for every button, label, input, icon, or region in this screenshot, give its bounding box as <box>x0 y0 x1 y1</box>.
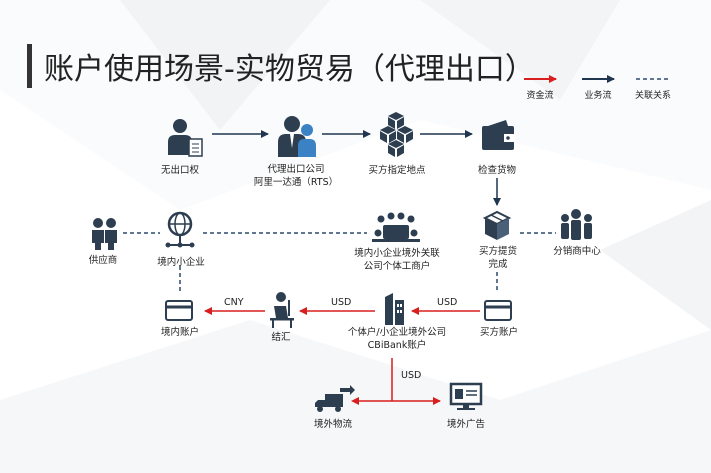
node-buyer-location: 买方指定地点 <box>368 165 426 176</box>
stacked-boxes-icon <box>380 112 413 157</box>
person-desk-icon <box>270 292 294 328</box>
domestic-account-card-icon <box>165 300 193 321</box>
fund-flow-edges <box>204 307 480 405</box>
legend-fund-flow-label: 资金流 <box>526 91 554 101</box>
node-offshore-line2: CBiBank账户 <box>367 340 427 351</box>
group-people-icon <box>561 209 592 240</box>
related-edges <box>123 232 556 293</box>
node-no-export: 无出口权 <box>160 165 200 176</box>
monitor-icon <box>449 382 483 410</box>
node-overseas-logistics: 境外物流 <box>313 419 353 430</box>
node-related-line2: 公司个体工商户 <box>363 261 431 272</box>
node-domestic-account: 境内账户 <box>160 327 200 338</box>
node-buyer-pickup-line1: 买方提货 <box>478 246 518 257</box>
node-agent: 代理出口公司 阿里一达通（RTS） <box>254 163 338 189</box>
node-agent-line2: 阿里一达通（RTS） <box>253 177 339 188</box>
node-offshore-account: 个体户/小企业境外公司 CBiBank账户 <box>348 326 446 352</box>
wallet-icon <box>482 120 515 150</box>
person-document-icon <box>168 119 203 157</box>
open-box-icon <box>482 210 512 240</box>
legend-related-label: 关联关系 <box>634 91 672 101</box>
business-flow-edges <box>212 130 501 206</box>
node-inspect: 检查货物 <box>477 165 517 176</box>
meeting-icon <box>372 212 420 242</box>
node-buyer-pickup-line2: 完成 <box>488 259 508 270</box>
node-overseas-ads: 境外广告 <box>446 419 486 430</box>
buyer-account-card-icon <box>484 300 512 321</box>
node-buyer-account: 买方账户 <box>479 327 519 338</box>
node-domestic-sme: 境内小企业 <box>157 257 205 268</box>
edge-label-usd-settle: USD <box>331 297 352 308</box>
edge-label-cny: CNY <box>224 297 244 308</box>
building-icon <box>385 293 404 325</box>
node-buyer-pickup: 买方提货 完成 <box>479 245 517 271</box>
node-agent-line1: 代理出口公司 <box>267 164 325 175</box>
legend-business-flow-label: 业务流 <box>584 91 612 101</box>
globe-network-icon <box>165 211 195 248</box>
node-offshore-line1: 个体户/小企业境外公司 <box>347 327 447 338</box>
node-related: 境内小企业境外关联 公司个体工商户 <box>354 247 440 273</box>
business-people-icon <box>278 116 316 157</box>
supplier-people-icon <box>92 218 117 250</box>
node-settlement: 结汇 <box>271 332 291 343</box>
node-supplier: 供应商 <box>88 255 118 266</box>
title-accent-bar <box>27 44 32 88</box>
node-distributor: 分销商中心 <box>553 246 601 257</box>
node-related-line1: 境内小企业境外关联 <box>354 248 440 259</box>
edge-label-usd-down: USD <box>401 370 422 381</box>
edge-label-usd-buyer: USD <box>437 297 458 308</box>
truck-icon <box>315 385 355 412</box>
page-title: 账户使用场景-实物贸易（代理出口） <box>44 52 535 87</box>
